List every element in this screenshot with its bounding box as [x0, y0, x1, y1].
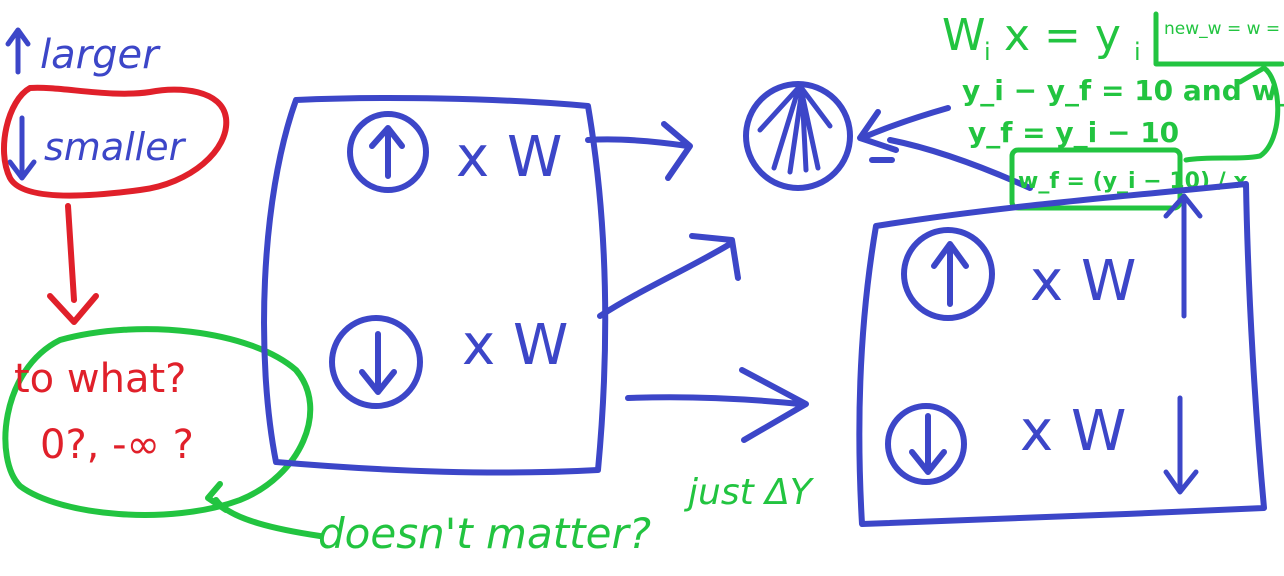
eq-main-sub2: i [1134, 38, 1141, 66]
eq-new-w: new_w = w = predict-error / x [1164, 19, 1284, 39]
right-network-box: x W x W [856, 181, 1267, 527]
down-arrow-icon [7, 115, 37, 181]
right-up-node [901, 227, 995, 321]
green-bracket-icon [1183, 65, 1281, 163]
up-arrow-icon [369, 125, 405, 179]
up-arrow-icon [5, 27, 31, 75]
eq-wf-box [1009, 147, 1183, 211]
smaller-label: smaller [44, 125, 187, 169]
green-bubble [2, 326, 314, 518]
flow-arrows: just ΔY [585, 121, 815, 513]
to-what-label: to what? [14, 356, 186, 402]
up-node-times-w: x W [456, 125, 562, 190]
red-bubble [1, 84, 230, 199]
right-box-outline [856, 181, 1267, 527]
eq-diff: y_i − y_f = 10 and w_f x = y_f [962, 74, 1284, 107]
eq-main-sub: i [984, 38, 991, 66]
left-box-outline [261, 95, 609, 476]
arrow-to-output-node [585, 121, 693, 181]
eq-main-rhs: x = y [1004, 10, 1121, 61]
red-connector-arrow [47, 203, 99, 325]
right-down-node [885, 403, 967, 485]
output-circle [743, 81, 853, 191]
equations-group: W i x = y i new_w = w = predict-error / … [942, 10, 1284, 211]
right-up-node-times-w: x W [1030, 249, 1136, 314]
eq-yf: y_f = y_i − 10 [968, 116, 1179, 149]
eq-main-w: W [942, 10, 986, 61]
right-down-node-times-w: x W [1020, 399, 1126, 464]
down-node-times-w: x W [462, 313, 568, 378]
left-network-box: x W x W [261, 95, 609, 476]
arrow-from-right-box [887, 137, 1033, 191]
larger-label: larger [40, 32, 161, 78]
larger-smaller-group: larger smaller [1, 27, 230, 325]
up-arrow-icon [931, 241, 969, 307]
zero-neg-inf-label: 0?, -∞ ? [40, 422, 194, 468]
doesnt-matter-label: doesn't matter? [318, 509, 651, 558]
up-node [347, 111, 429, 193]
eq-new-w-box [1153, 11, 1284, 67]
just-delta-y-label: just ΔY [683, 472, 815, 513]
down-arrow-icon [359, 331, 397, 395]
arrow-into-output-node [857, 105, 951, 163]
output-node [743, 81, 1033, 191]
to-what-group: to what? 0?, -∞ ? doesn't matter? [2, 326, 651, 558]
output-spike-icon [757, 81, 833, 175]
down-node [329, 315, 423, 409]
right-up-arrow [1163, 193, 1203, 319]
down-arrow-icon [909, 413, 947, 475]
arrow-to-right-box [625, 367, 809, 443]
right-down-arrow [1163, 395, 1199, 495]
arrow-middle [597, 233, 741, 319]
green-return-arrow [205, 481, 323, 539]
